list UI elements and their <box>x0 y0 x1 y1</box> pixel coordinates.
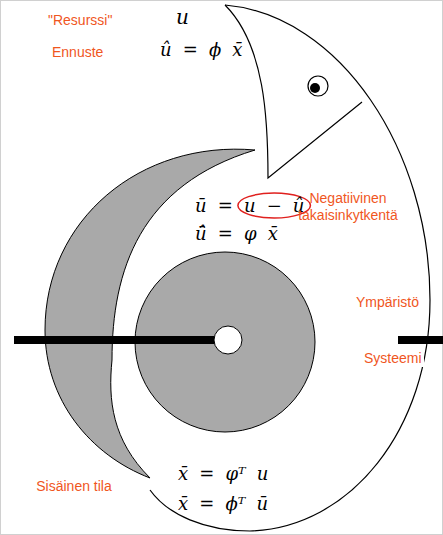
state-formula: x̄ = φᵀ u <box>178 462 268 486</box>
environment-label: Ympäristö <box>354 294 421 311</box>
forecast-formula: û = ϕ x̄ <box>160 38 242 62</box>
resource-symbol: u <box>176 4 189 31</box>
residual-formula: ū = u − û <box>195 194 304 218</box>
residual-forecast-formula: ū̂ = φ x̄ <box>195 222 278 246</box>
forecast-label: Ennuste <box>52 44 103 61</box>
feedback-label: Negatiivinen takaisinkytkentä <box>292 190 404 224</box>
resource-label: "Resurssi" <box>48 12 112 29</box>
disc-hole <box>214 326 242 354</box>
fish-eye <box>308 76 328 96</box>
system-label: Systeemi <box>362 350 424 367</box>
boundary-bar-left <box>14 336 228 344</box>
internal-state-label: Sisäinen tila <box>36 478 112 495</box>
fish-pupil <box>310 83 320 93</box>
boundary-bar-right <box>398 336 443 344</box>
state-formula: x̄ = ϕᵀ ū <box>178 492 268 516</box>
